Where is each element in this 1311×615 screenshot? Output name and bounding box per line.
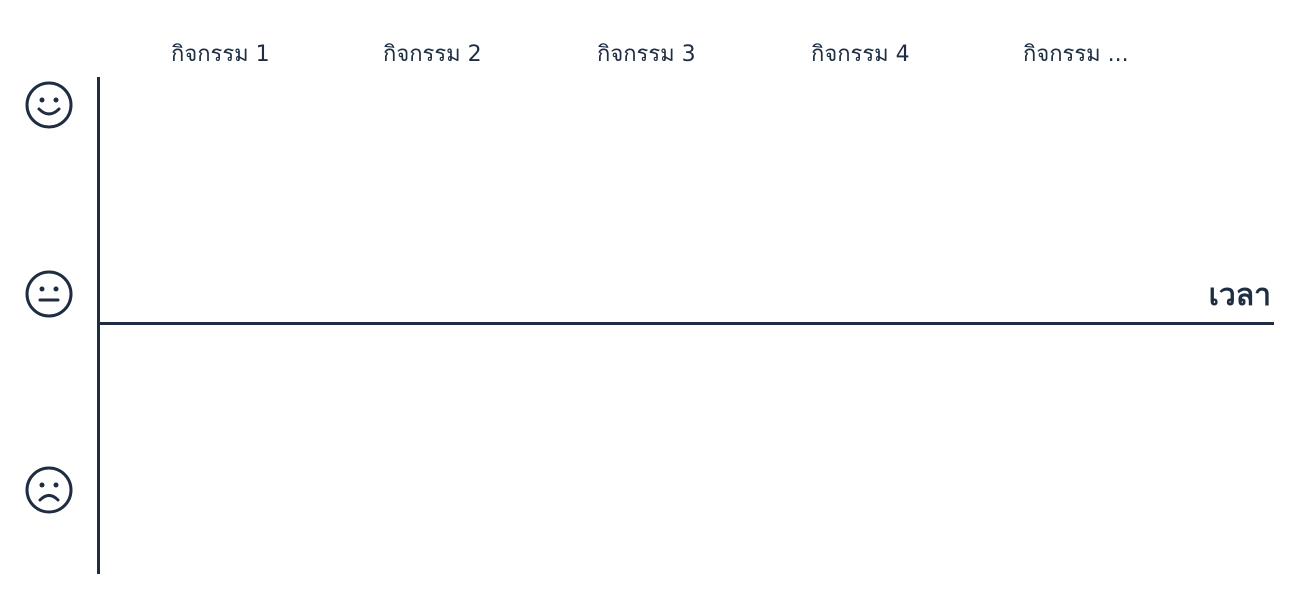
x-axis-line <box>97 322 1274 325</box>
x-axis-label: เวลา <box>1208 278 1271 313</box>
neutral-face-icon <box>24 269 74 319</box>
frowning-face-icon <box>24 465 74 515</box>
activity-label-more: กิจกรรม ... <box>1023 42 1129 67</box>
activity-label-1: กิจกรรม 1 <box>171 42 270 67</box>
activity-label-2: กิจกรรม 2 <box>383 42 482 67</box>
activity-label-3: กิจกรรม 3 <box>597 42 696 67</box>
smiling-face-icon <box>24 80 74 130</box>
y-axis-line <box>97 77 100 574</box>
activity-label-4: กิจกรรม 4 <box>811 42 910 67</box>
